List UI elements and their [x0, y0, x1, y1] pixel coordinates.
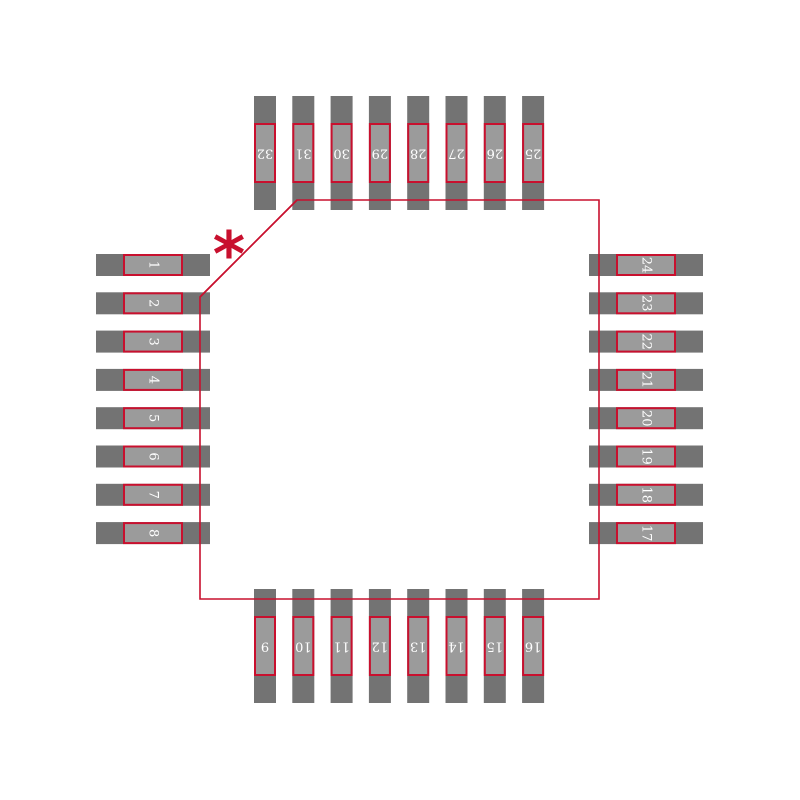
- pad-28: [407, 123, 430, 183]
- pin1-chamfer-line: [199, 199, 298, 298]
- pad-6: [123, 445, 183, 468]
- pin-label-1: 1: [146, 261, 161, 269]
- pad-5: [123, 407, 183, 430]
- pin-label-11: 11: [333, 639, 350, 654]
- pin-label-19: 19: [639, 448, 654, 465]
- pin-label-30: 30: [333, 146, 350, 161]
- pin-label-24: 24: [639, 257, 654, 274]
- pad-18: [616, 483, 676, 506]
- pin-label-29: 29: [372, 146, 389, 161]
- pad-3: [123, 330, 183, 353]
- package-body-outline: [199, 199, 600, 600]
- pin-label-14: 14: [448, 639, 465, 654]
- pad-10: [292, 616, 315, 676]
- pads-layer: [96, 96, 703, 703]
- pin-label-5: 5: [146, 414, 161, 422]
- pin1-marker: *: [213, 218, 245, 291]
- pad-2: [123, 292, 183, 315]
- pin-label-3: 3: [146, 337, 161, 345]
- pin-label-28: 28: [410, 146, 427, 161]
- pin-label-12: 12: [372, 639, 389, 654]
- pad-9: [254, 616, 276, 676]
- pad-27: [445, 123, 468, 183]
- pin-label-13: 13: [410, 639, 427, 654]
- pin-label-15: 15: [487, 639, 504, 654]
- pin-label-6: 6: [146, 452, 161, 460]
- pin-label-4: 4: [146, 376, 161, 384]
- pad-32: [254, 123, 276, 183]
- pad-29: [368, 123, 391, 183]
- pad-25: [522, 123, 545, 183]
- pad-13: [407, 616, 430, 676]
- pad-12: [368, 616, 391, 676]
- pad-30: [330, 123, 353, 183]
- pad-24: [616, 254, 676, 276]
- pin-label-7: 7: [146, 491, 161, 499]
- pad-23: [616, 292, 676, 315]
- pin-label-27: 27: [448, 146, 465, 161]
- pin-label-20: 20: [639, 410, 654, 427]
- pin-label-10: 10: [295, 639, 312, 654]
- pad-16: [522, 616, 545, 676]
- pin-label-2: 2: [146, 299, 161, 307]
- pad-8: [123, 522, 183, 545]
- pad-20: [616, 407, 676, 430]
- pin-label-18: 18: [639, 487, 654, 504]
- pad-11: [330, 616, 353, 676]
- pin-label-8: 8: [146, 529, 161, 537]
- pin-label-23: 23: [639, 295, 654, 312]
- pad-7: [123, 483, 183, 506]
- pad-17: [616, 522, 676, 545]
- pin-label-26: 26: [487, 146, 504, 161]
- pad-14: [445, 616, 468, 676]
- pin-label-9: 9: [261, 639, 269, 654]
- pad-4: [123, 368, 183, 391]
- pad-21: [616, 368, 676, 391]
- pad-26: [483, 123, 506, 183]
- pad-19: [616, 445, 676, 468]
- pad-1: [123, 254, 183, 276]
- pin-label-17: 17: [639, 525, 654, 542]
- pad-22: [616, 330, 676, 353]
- pin-label-16: 16: [525, 639, 542, 654]
- pin-label-22: 22: [639, 333, 654, 350]
- pad-31: [292, 123, 315, 183]
- pin-label-21: 21: [639, 372, 654, 389]
- pin-label-32: 32: [257, 146, 274, 161]
- pad-15: [483, 616, 506, 676]
- pin-label-25: 25: [525, 146, 542, 161]
- pin-label-31: 31: [295, 146, 312, 161]
